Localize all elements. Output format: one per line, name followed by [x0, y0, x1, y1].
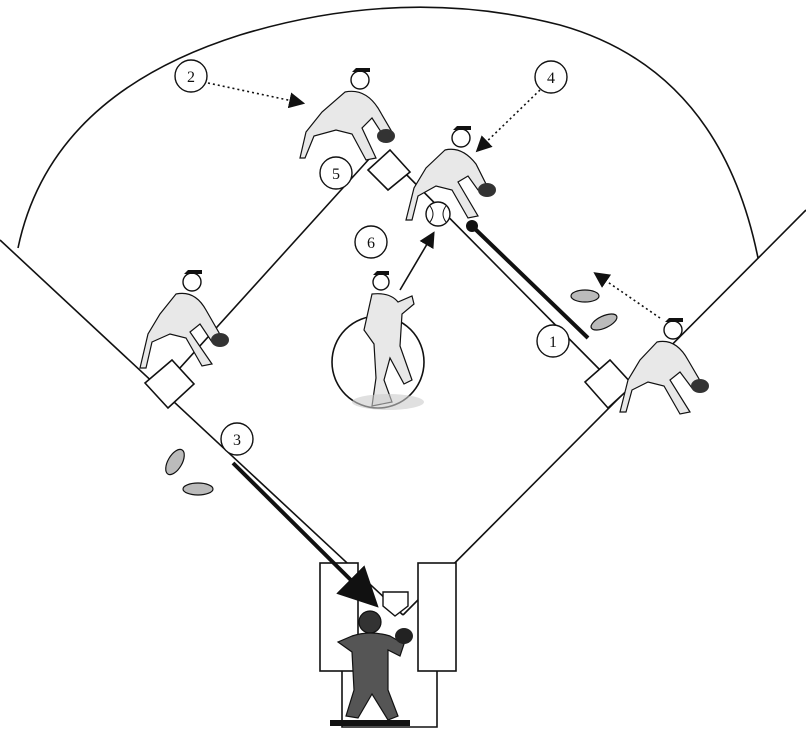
- shortstop-figure: [406, 126, 496, 220]
- home-ground-bar: [330, 720, 410, 726]
- second-baseman-figure: [300, 68, 395, 160]
- third-base: [145, 360, 194, 408]
- marker-1: 1: [537, 325, 569, 357]
- marker-6-label: 6: [367, 235, 375, 252]
- marker-5-label: 5: [332, 166, 340, 183]
- baseball-icon: [426, 202, 450, 226]
- marker-6: 6: [355, 226, 387, 258]
- third-baseman-figure: [140, 270, 229, 368]
- arrow-first-baseman-movement: [596, 274, 660, 318]
- marker-3: 3: [221, 423, 253, 455]
- marker-2-label: 2: [187, 69, 195, 86]
- marker-2: 2: [175, 60, 207, 92]
- marker-3-label: 3: [233, 432, 241, 449]
- marker-5: 5: [320, 157, 352, 189]
- play-line-third-to-home: [233, 463, 373, 602]
- marker-4-label: 4: [547, 70, 555, 87]
- footprints-icon: [162, 446, 213, 495]
- arrow-pitch-to-ball: [400, 234, 433, 290]
- marker-4: 4: [535, 61, 567, 93]
- third-base-foul-line: [0, 240, 403, 615]
- first-base-foul-line: [403, 210, 806, 615]
- arrow-4-to-shortstop: [478, 90, 540, 150]
- marker-1-label: 1: [549, 334, 557, 351]
- right-batters-box: [418, 563, 456, 671]
- ball-position-dot: [466, 220, 478, 232]
- first-baseman-figure: [620, 318, 709, 414]
- arrow-2-to-second-baseman: [208, 83, 302, 103]
- home-plate: [383, 592, 408, 616]
- play-line-first-to-second: [472, 226, 588, 338]
